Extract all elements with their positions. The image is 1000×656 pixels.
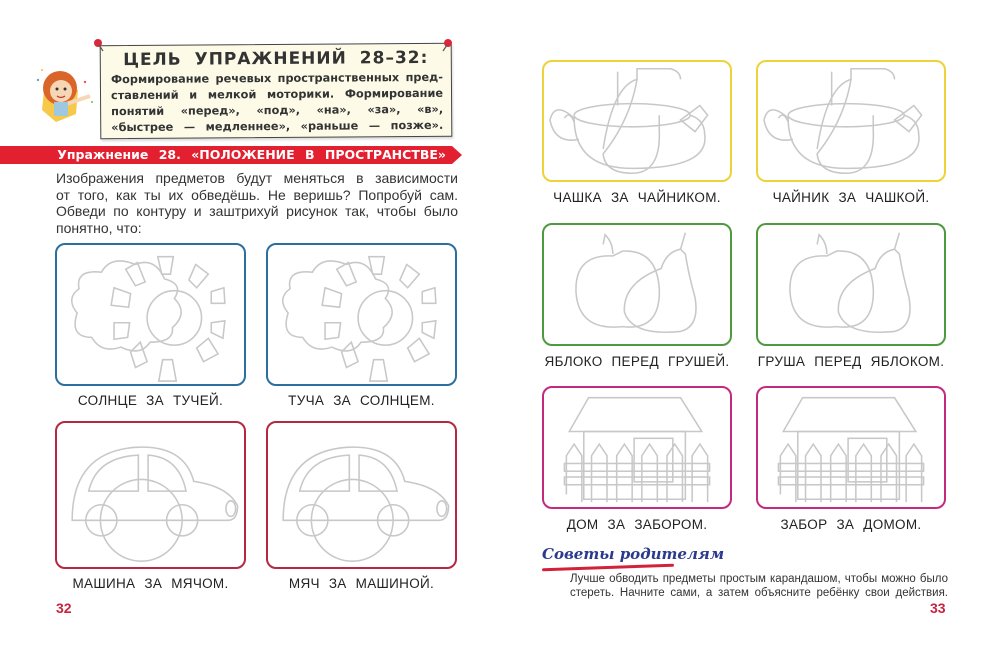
picture-card-pear-before-apple[interactable] bbox=[756, 223, 946, 346]
note-line: «быстрее — медленнее», «раньше — позже». bbox=[111, 118, 444, 135]
tips-text: Лучше обводить предметы простым карандаш… bbox=[570, 572, 948, 600]
picture-card-car-behind-ball[interactable] bbox=[55, 421, 246, 569]
house-fence-outline-icon bbox=[563, 396, 711, 503]
tips-line: Лучше обводить предметы простым карандаш… bbox=[570, 573, 948, 585]
pushpin-icon bbox=[442, 39, 452, 52]
card-caption: МАШИНА ЗА МЯЧОМ. bbox=[72, 576, 229, 591]
picture-card-sun-behind-cloud[interactable] bbox=[55, 243, 246, 386]
tips-title: Советы родителям bbox=[542, 545, 725, 563]
car-ball-outline-icon bbox=[282, 446, 450, 562]
exercise-goal-note: ЦЕЛЬ УПРАЖНЕНИЙ 28–32: Формирование рече… bbox=[99, 42, 453, 140]
card-caption: ТУЧА ЗА СОЛНЦЕМ. bbox=[288, 393, 435, 408]
instruction-line: понятно, что: bbox=[56, 219, 142, 236]
house-fence-outline-icon bbox=[777, 396, 925, 503]
picture-card-house-behind-fence[interactable] bbox=[542, 386, 732, 509]
card-caption: МЯЧ ЗА МАШИНОЙ. bbox=[288, 576, 435, 591]
picture-card-cup-behind-kettle[interactable] bbox=[542, 60, 732, 182]
picture-card-kettle-behind-cup[interactable] bbox=[756, 60, 946, 182]
kettle-cup-outline-icon bbox=[763, 67, 923, 175]
picture-card-ball-behind-car[interactable] bbox=[266, 421, 457, 569]
exercise-title: Упражнение 28. «ПОЛОЖЕНИЕ В ПРОСТРАНСТВЕ… bbox=[57, 147, 446, 162]
card-caption: ЯБЛОКО ПЕРЕД ГРУШЕЙ. bbox=[544, 354, 730, 369]
car-ball-outline-icon bbox=[71, 446, 239, 562]
tips-line: стереть. Начните сами, а затем объясните… bbox=[570, 587, 948, 599]
page-number-left: 32 bbox=[56, 600, 72, 616]
sun-cloud-outline-icon bbox=[70, 255, 226, 382]
picture-card-fence-behind-house[interactable] bbox=[756, 386, 946, 509]
card-caption: ЧАЙНИК ЗА ЧАШКОЙ. bbox=[772, 190, 930, 205]
card-caption: СОЛНЦЕ ЗА ТУЧЕЙ. bbox=[77, 393, 224, 408]
note-body: Формирование речевых пространственных пр… bbox=[111, 70, 443, 136]
card-caption: ЧАШКА ЗА ЧАЙНИКОМ. bbox=[553, 190, 721, 205]
kettle-cup-outline-icon bbox=[549, 67, 709, 175]
tips-underline bbox=[541, 563, 675, 572]
instruction-line: Обведи по контуру и заштрихуй рисунок та… bbox=[56, 203, 458, 219]
exercise-instructions: Изображения предметов будут меняться в з… bbox=[56, 170, 458, 236]
instruction-line: от того, как ты их обведёшь. Не веришь? … bbox=[56, 186, 458, 203]
sun-cloud-outline-icon bbox=[281, 255, 437, 382]
pushpin-icon bbox=[94, 39, 104, 52]
picture-card-cloud-behind-sun[interactable] bbox=[266, 243, 457, 386]
card-caption: ГРУША ПЕРЕД ЯБЛОКОМ. bbox=[757, 354, 945, 369]
apple-pear-outline-icon bbox=[789, 232, 911, 333]
note-title: ЦЕЛЬ УПРАЖНЕНИЙ 28–32: bbox=[123, 47, 429, 71]
apple-pear-outline-icon bbox=[575, 232, 697, 333]
page-number-right: 33 bbox=[930, 600, 946, 616]
card-caption: ДОМ ЗА ЗАБОРОМ. bbox=[566, 517, 708, 532]
picture-card-apple-before-pear[interactable] bbox=[542, 223, 732, 346]
instruction-line: Изображения предметов будут меняться в з… bbox=[56, 170, 458, 186]
card-caption: ЗАБОР ЗА ДОМОМ. bbox=[780, 517, 922, 532]
exercise-banner: Упражнение 28. «ПОЛОЖЕНИЕ В ПРОСТРАНСТВЕ… bbox=[0, 146, 462, 164]
girl-illustration bbox=[30, 50, 100, 130]
